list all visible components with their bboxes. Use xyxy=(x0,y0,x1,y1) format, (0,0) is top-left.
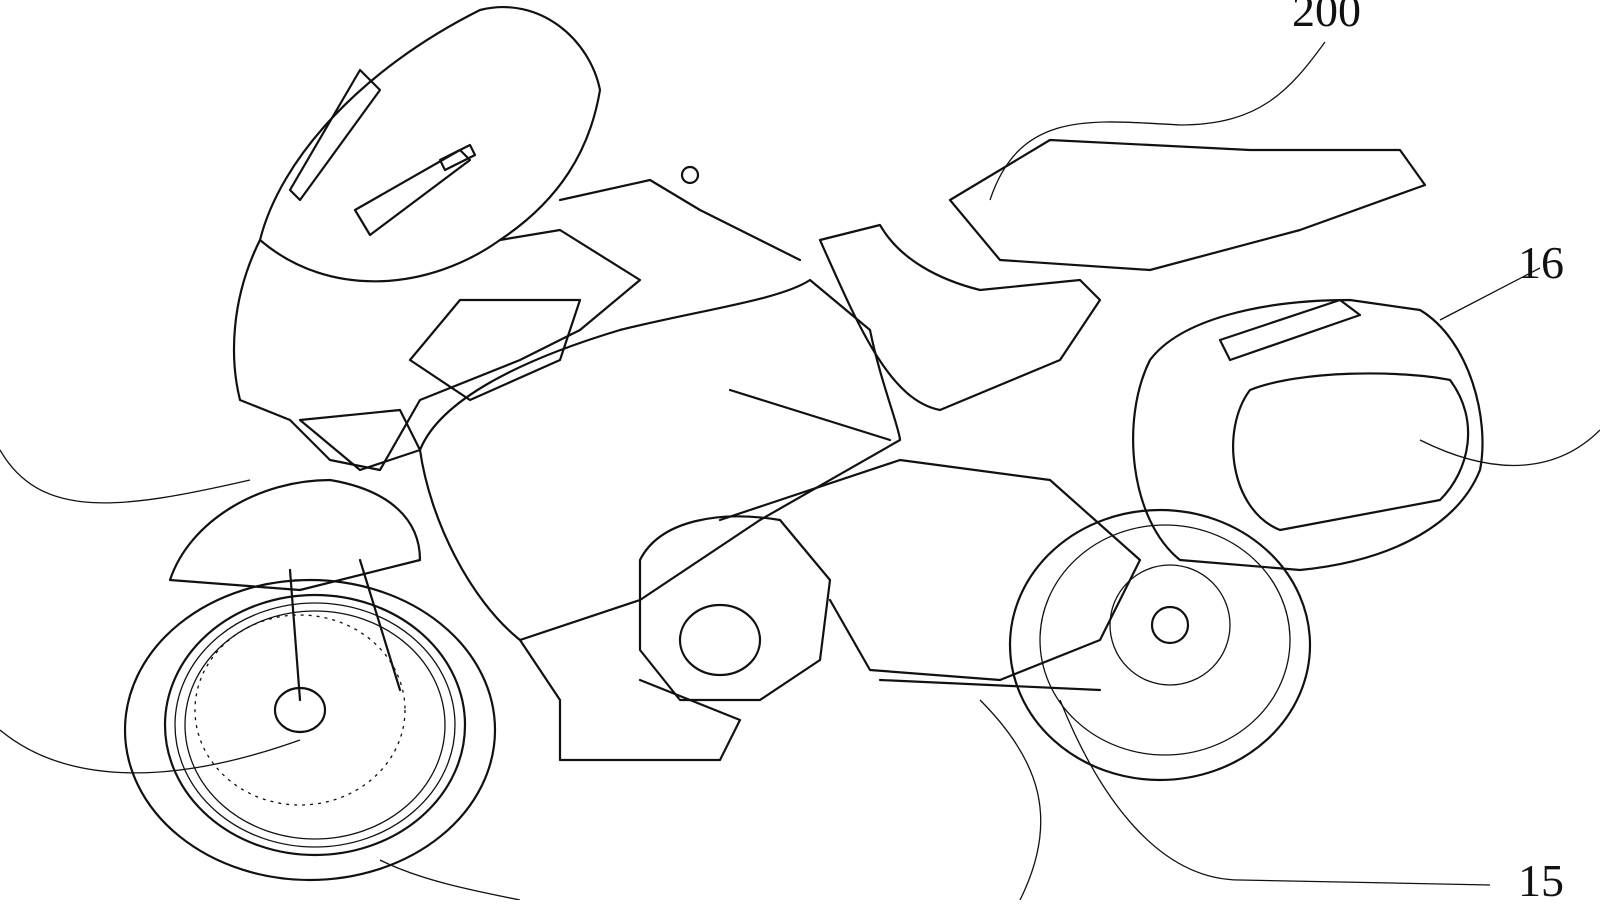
saddlebag xyxy=(1132,298,1484,572)
leader-line-200 xyxy=(989,41,1326,201)
leader-line-bottom-left xyxy=(379,859,521,900)
fuel-tank-body xyxy=(418,278,902,642)
engine xyxy=(518,458,1142,762)
reference-label-15: 15 xyxy=(1518,855,1564,906)
mirror xyxy=(438,143,477,172)
leader-lines xyxy=(0,41,1600,900)
rear-wheel xyxy=(1008,508,1312,782)
reference-label-16: 16 xyxy=(1518,237,1564,288)
handlebar xyxy=(558,165,802,262)
windshield xyxy=(258,5,602,283)
leader-line-bottom-mid xyxy=(979,699,1042,900)
front-wheel xyxy=(123,578,497,882)
leader-line-right xyxy=(1419,429,1600,467)
reference-label-200: 200 xyxy=(1292,0,1361,36)
fairing xyxy=(232,228,642,472)
leader-line-left-bottom xyxy=(0,729,301,774)
leader-line-16 xyxy=(1439,267,1541,321)
seat xyxy=(818,138,1427,412)
leader-line-15 xyxy=(1059,699,1491,886)
front-fork-fender xyxy=(168,478,422,702)
leader-line-left-top xyxy=(0,449,251,504)
